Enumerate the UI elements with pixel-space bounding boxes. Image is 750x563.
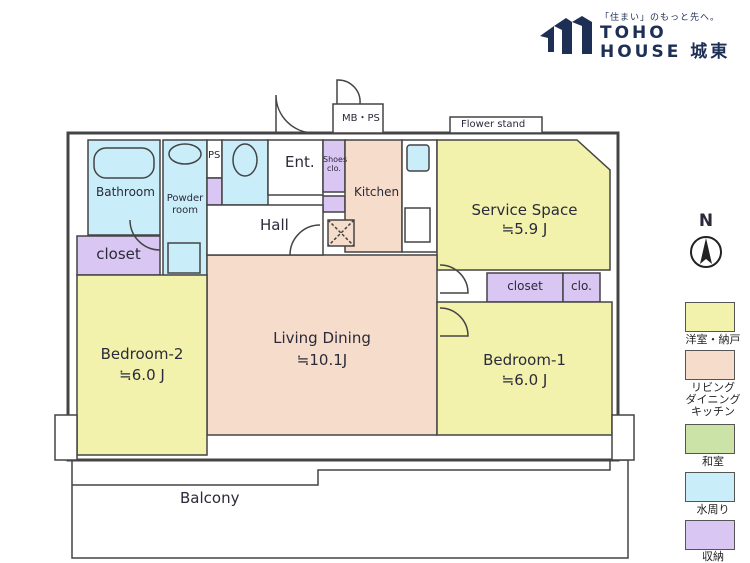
label-powder-room: Powder room xyxy=(166,193,204,216)
legend-label: 洋室・納戸 xyxy=(685,333,741,346)
compass-north-label: N xyxy=(698,211,714,231)
label-closet-left: closet xyxy=(96,245,141,263)
label-balcony: Balcony xyxy=(180,489,240,507)
legend-label: リビング ダイニング キッチン xyxy=(685,381,741,419)
legend-label: 水周り xyxy=(696,503,730,516)
legend-swatch xyxy=(685,472,735,502)
label-kitchen: Kitchen xyxy=(354,185,400,199)
room-closet-left xyxy=(76,235,161,276)
label-ps: PS xyxy=(208,150,221,161)
label-bedroom-2-size: ≒6.0 J xyxy=(119,366,165,384)
room-closet-right xyxy=(486,272,564,303)
toho-house-logo-icon xyxy=(540,16,592,54)
label-entrance: Ent. xyxy=(285,153,315,171)
label-service-space: Service Space xyxy=(471,201,578,219)
label-living-size: ≒10.1J xyxy=(296,351,348,369)
room-bedroom-2 xyxy=(76,274,208,456)
label-bedroom-2: Bedroom-2 xyxy=(100,345,184,363)
room-service-space xyxy=(436,139,611,271)
label-bedroom-1-size: ≒6.0 J xyxy=(501,371,548,389)
label-shoes-closet: Shoes clo. xyxy=(323,155,348,174)
legend-label: 和室 xyxy=(702,455,724,468)
label-bathroom: Bathroom xyxy=(96,185,155,199)
label-closet-right: closet xyxy=(507,279,543,293)
legend-swatch xyxy=(685,350,735,380)
legend-label: 収納 xyxy=(702,550,724,563)
brand-line1: TOHO xyxy=(600,23,667,43)
brand-line2: HOUSE 城東 xyxy=(600,41,731,62)
label-hall: Hall xyxy=(260,216,289,234)
label-bedroom-1: Bedroom-1 xyxy=(483,351,566,369)
balcony-area xyxy=(71,459,629,559)
compass-icon xyxy=(690,236,722,268)
label-living-dining: Living Dining xyxy=(273,329,371,347)
label-service-size: ≒5.9 J xyxy=(501,220,548,238)
legend-swatch xyxy=(685,520,735,550)
legend-swatch xyxy=(685,424,735,454)
brand-tagline: 「住まい」のもっと先へ。 xyxy=(600,13,721,23)
label-clo: clo. xyxy=(571,279,592,293)
room-living xyxy=(206,254,438,436)
label-flower-stand: Flower stand xyxy=(461,119,526,130)
label-mb-ps: MB・PS xyxy=(342,113,380,124)
legend-swatch xyxy=(685,302,735,332)
